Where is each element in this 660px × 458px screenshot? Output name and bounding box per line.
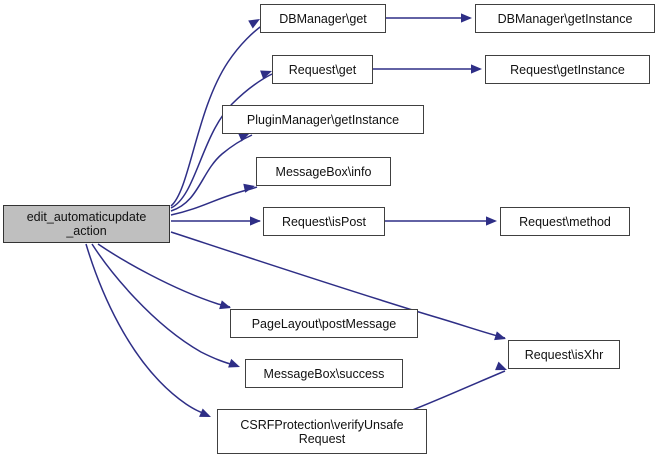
arrowhead-root-to-request_isxhr bbox=[494, 331, 506, 341]
graph-node-csrf_verify[interactable]: CSRFProtection\verifyUnsafe Request bbox=[217, 409, 427, 454]
arrowhead-csrf_verify-to-request_isxhr bbox=[495, 361, 507, 371]
arrowhead-root-to-pagelayout_postmsg bbox=[219, 300, 231, 310]
graph-node-request_get[interactable]: Request\get bbox=[272, 55, 373, 84]
graph-node-pagelayout_postmsg[interactable]: PageLayout\postMessage bbox=[230, 309, 418, 338]
edge-root-to-messagebox_info bbox=[170, 186, 258, 216]
graph-node-dbmanager_getinst[interactable]: DBManager\getInstance bbox=[475, 4, 655, 33]
graph-node-root[interactable]: edit_automaticupdate _action bbox=[3, 205, 170, 243]
arrowhead-root-to-csrf_verify bbox=[199, 408, 211, 417]
graph-node-request_getinst[interactable]: Request\getInstance bbox=[485, 55, 650, 84]
arrowhead-root-to-dbmanager_get bbox=[248, 19, 260, 29]
edge-root-to-pagelayout_postmsg bbox=[97, 243, 231, 308]
arrowhead-root-to-pluginmanager_gi bbox=[238, 133, 250, 142]
edge-root-to-request_get bbox=[170, 73, 273, 209]
graph-node-messagebox_info[interactable]: MessageBox\info bbox=[256, 157, 391, 186]
edge-root-to-dbmanager_get bbox=[170, 24, 264, 207]
arrowhead-root-to-request_ispost bbox=[250, 216, 261, 226]
arrowhead-root-to-request_get bbox=[260, 70, 272, 80]
arrowhead-root-to-messagebox_info bbox=[243, 183, 255, 193]
edge-root-to-csrf_verify bbox=[85, 243, 209, 416]
graph-node-request_ispost[interactable]: Request\isPost bbox=[263, 207, 385, 236]
edge-root-to-pluginmanager_gi bbox=[170, 134, 253, 212]
arrowhead-dbmanager_get-to-dbmanager_getinst bbox=[461, 13, 472, 23]
arrowhead-request_get-to-request_getinst bbox=[471, 64, 482, 74]
arrowhead-root-to-messagebox_success bbox=[228, 358, 240, 368]
graph-node-pluginmanager_gi[interactable]: PluginManager\getInstance bbox=[222, 105, 424, 134]
edge-root-to-request_isxhr bbox=[170, 231, 506, 339]
graph-node-dbmanager_get[interactable]: DBManager\get bbox=[260, 4, 386, 33]
edge-root-to-messagebox_success bbox=[91, 243, 238, 367]
graph-node-request_isxhr[interactable]: Request\isXhr bbox=[508, 340, 620, 369]
graph-node-messagebox_success[interactable]: MessageBox\success bbox=[245, 359, 403, 388]
graph-node-request_method[interactable]: Request\method bbox=[500, 207, 630, 236]
edge-csrf_verify-to-request_isxhr bbox=[409, 370, 506, 412]
arrowhead-request_ispost-to-request_method bbox=[486, 216, 497, 226]
